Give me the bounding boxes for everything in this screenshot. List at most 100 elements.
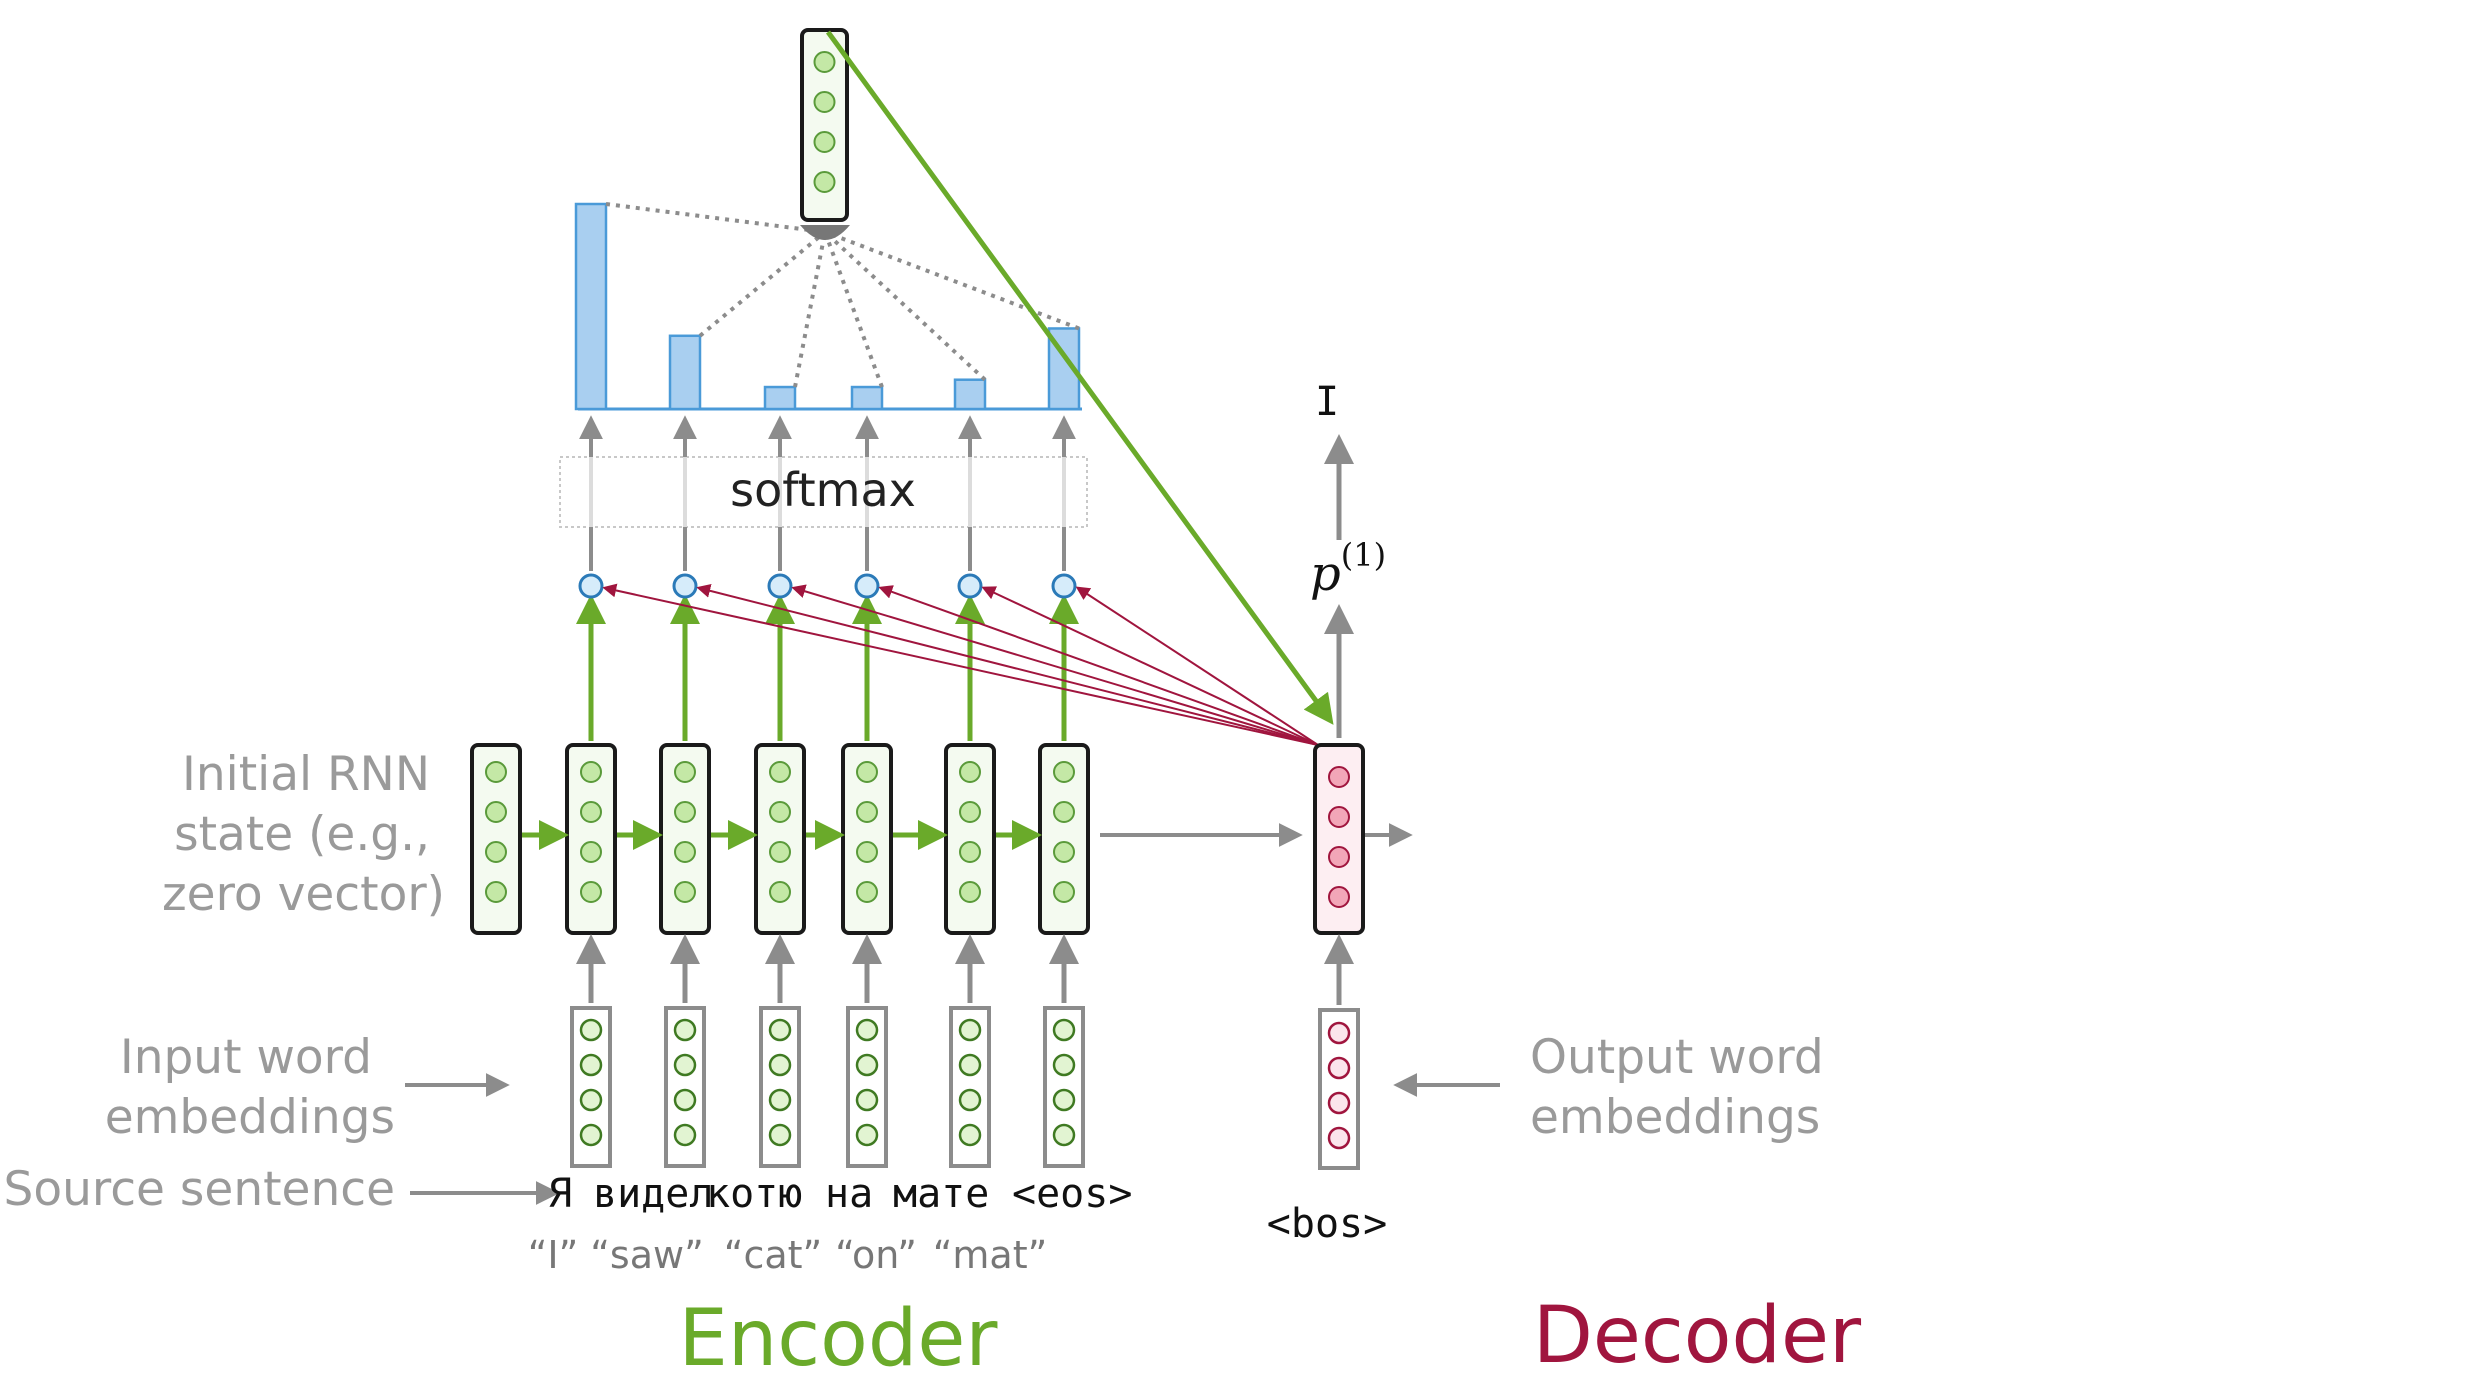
query-arrow — [791, 584, 1319, 746]
query-arrow — [1075, 586, 1319, 746]
source-token: мате — [893, 1171, 989, 1217]
input-embedding — [846, 1006, 888, 1168]
dotted-line — [823, 231, 884, 388]
encoder-title: Encoder — [679, 1294, 999, 1378]
decoder-query-arrows — [602, 583, 1319, 746]
score-circle — [767, 573, 793, 599]
state-unit — [1053, 761, 1075, 783]
input-embedding — [1043, 1006, 1085, 1168]
query-arrow — [981, 586, 1319, 746]
score-circle — [672, 573, 698, 599]
state-unit — [674, 761, 696, 783]
embedding-unit — [1052, 1123, 1076, 1147]
embedding-unit — [673, 1018, 697, 1042]
embedding-unit — [855, 1018, 879, 1042]
dotted-line — [824, 230, 1080, 331]
softmax-arrows — [579, 415, 1076, 571]
attention-bar — [763, 385, 797, 411]
embedding-unit — [1052, 1088, 1076, 1112]
state-unit — [769, 801, 791, 823]
embedding-unit — [1052, 1053, 1076, 1077]
encoder-input-arrows — [576, 934, 1079, 1003]
svg-text:Output word: Output word — [1530, 1030, 1824, 1085]
embedding-unit — [579, 1088, 603, 1112]
embedding-unit — [673, 1088, 697, 1112]
attention-bar — [953, 378, 987, 411]
embedding-unit — [855, 1088, 879, 1112]
attention-bar — [668, 334, 702, 411]
embedding-unit — [579, 1053, 603, 1077]
softmax-box — [559, 456, 1088, 528]
dotted-line — [698, 230, 827, 338]
state-unit — [856, 881, 878, 903]
query-arrow — [696, 583, 1319, 746]
embedding-unit — [958, 1053, 982, 1077]
state-unit — [769, 841, 791, 863]
score-input-arrows — [576, 594, 1079, 741]
softmax-label: softmax — [730, 463, 916, 517]
embedding-unit — [1052, 1018, 1076, 1042]
encoder-state — [1038, 743, 1090, 935]
input-embedding — [570, 1006, 612, 1168]
dotted-line — [605, 202, 826, 234]
score-circle — [854, 573, 880, 599]
output-embedding — [1318, 1008, 1360, 1170]
embedding-unit — [673, 1053, 697, 1077]
source-glosses: “I”“saw”“cat”“on”“mat” — [528, 1233, 1048, 1277]
state-unit — [674, 841, 696, 863]
embedding-unit — [768, 1088, 792, 1112]
state-unit — [674, 881, 696, 903]
input-embedding — [759, 1006, 801, 1168]
state-unit — [485, 841, 507, 863]
state-unit — [485, 761, 507, 783]
embedding-unit — [768, 1123, 792, 1147]
gloss: “saw” — [590, 1233, 704, 1277]
state-unit — [485, 881, 507, 903]
svg-text:Input word: Input word — [120, 1030, 372, 1085]
encoder-state — [841, 743, 893, 935]
decoder-state — [1313, 743, 1365, 935]
query-arrow — [602, 583, 1319, 746]
input-embedding — [949, 1006, 991, 1168]
gloss: “I” — [528, 1233, 579, 1277]
source-sentence-label: Source sentence — [4, 1162, 395, 1217]
state-unit — [856, 801, 878, 823]
state-unit — [959, 801, 981, 823]
score-circle — [578, 573, 604, 599]
dotted-line — [793, 231, 827, 388]
source-token: видел — [593, 1171, 713, 1217]
state-unit — [959, 841, 981, 863]
source-token: на — [825, 1171, 873, 1217]
state-unit — [959, 881, 981, 903]
state-unit — [580, 841, 602, 863]
encoder-state — [659, 743, 711, 935]
probability-label: p(1) — [1310, 536, 1386, 602]
embedding-unit — [855, 1123, 879, 1147]
attention-scores — [578, 573, 1077, 599]
encoder-state — [754, 743, 806, 935]
input-embeddings — [570, 1006, 1085, 1168]
state-unit — [580, 761, 602, 783]
initial-state — [470, 743, 522, 935]
state-unit — [580, 881, 602, 903]
score-circle — [957, 573, 983, 599]
score-circle — [1051, 573, 1077, 599]
embedding-unit — [958, 1018, 982, 1042]
gloss: “cat” — [724, 1233, 822, 1277]
context-to-decoder-arrow — [825, 30, 1334, 725]
decoder-title: Decoder — [1533, 1291, 1862, 1378]
output-embeddings-label: Output word embeddings — [1530, 1030, 1824, 1145]
state-unit — [674, 801, 696, 823]
attention-bar — [850, 385, 884, 411]
gloss: “on” — [835, 1233, 917, 1277]
weighted-sum-lines — [605, 202, 1080, 388]
embedding-unit — [579, 1123, 603, 1147]
weighted-sum-node — [800, 225, 850, 240]
state-unit — [1053, 801, 1075, 823]
decoder-input-token: <bos> — [1267, 1201, 1387, 1247]
encoder-state — [944, 743, 996, 935]
svg-text:embeddings: embeddings — [105, 1090, 395, 1145]
embedding-unit — [958, 1088, 982, 1112]
